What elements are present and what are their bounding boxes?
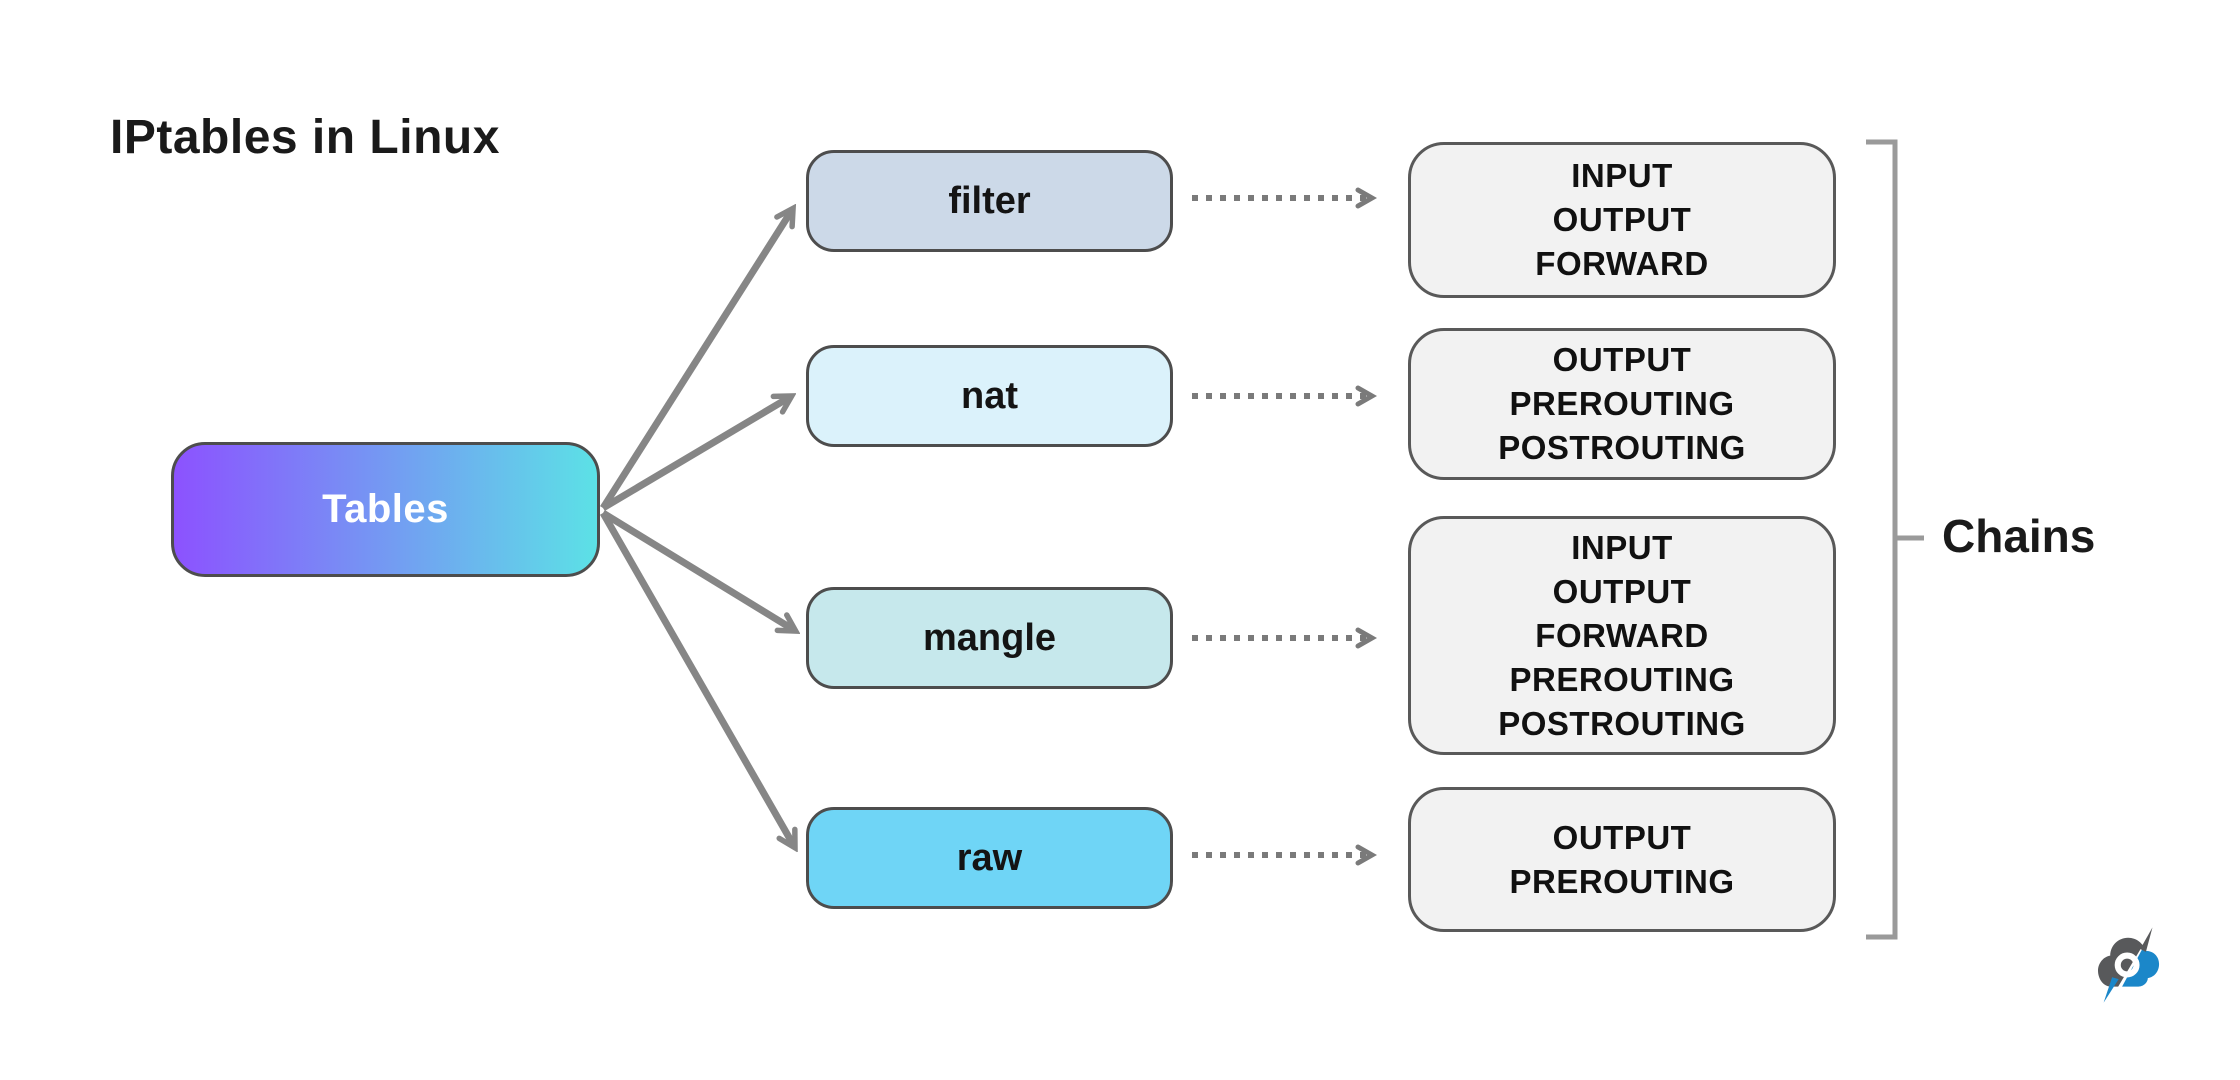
- chain-name: POSTROUTING: [1498, 704, 1746, 742]
- diagram-title: IPtables in Linux: [110, 111, 500, 164]
- chain-name: INPUT: [1571, 528, 1673, 566]
- arrow-tables-to-nat: [601, 397, 790, 512]
- chain-name: PREROUTING: [1509, 862, 1735, 900]
- table-node-filter: filter: [806, 150, 1173, 252]
- table-node-filter-label: filter: [948, 179, 1031, 222]
- chains-bracket: [1866, 139, 1924, 940]
- arrow-tables-to-filter: [600, 210, 792, 510]
- chain-name: OUTPUT: [1552, 341, 1692, 378]
- table-node-nat-label: nat: [961, 374, 1018, 417]
- chain-name: INPUT: [1571, 157, 1673, 194]
- arrow-tables-to-raw: [599, 511, 794, 846]
- chain-name: OUTPUT: [1552, 201, 1692, 238]
- chain-name: PREROUTING: [1509, 385, 1735, 422]
- chain-box-mangle: INPUT OUTPUT FORWARD PREROUTING POSTROUT…: [1408, 516, 1836, 755]
- chain-name: OUTPUT: [1552, 572, 1692, 610]
- table-node-mangle: mangle: [806, 587, 1173, 689]
- cloud-compass-logo-icon: [2098, 927, 2160, 1003]
- chains-bracket-label: Chains: [1942, 510, 2096, 562]
- table-node-raw: raw: [806, 807, 1173, 909]
- chain-box-raw: OUTPUT PREROUTING: [1408, 787, 1836, 932]
- table-node-nat: nat: [806, 345, 1173, 447]
- table-node-mangle-label: mangle: [922, 616, 1057, 659]
- chain-name: OUTPUT: [1552, 818, 1692, 856]
- chain-name: FORWARD: [1535, 616, 1709, 654]
- chain-box-filter: INPUT OUTPUT FORWARD: [1408, 142, 1836, 298]
- table-node-raw-label: raw: [956, 836, 1023, 879]
- chain-name: POSTROUTING: [1498, 429, 1746, 466]
- arrow-tables-to-mangle: [601, 510, 794, 630]
- chain-name: PREROUTING: [1509, 660, 1735, 698]
- chain-name: FORWARD: [1535, 245, 1709, 282]
- chain-box-nat: OUTPUT PREROUTING POSTROUTING: [1408, 328, 1836, 480]
- tables-node: Tables: [171, 442, 600, 577]
- tables-node-label: Tables: [322, 487, 449, 531]
